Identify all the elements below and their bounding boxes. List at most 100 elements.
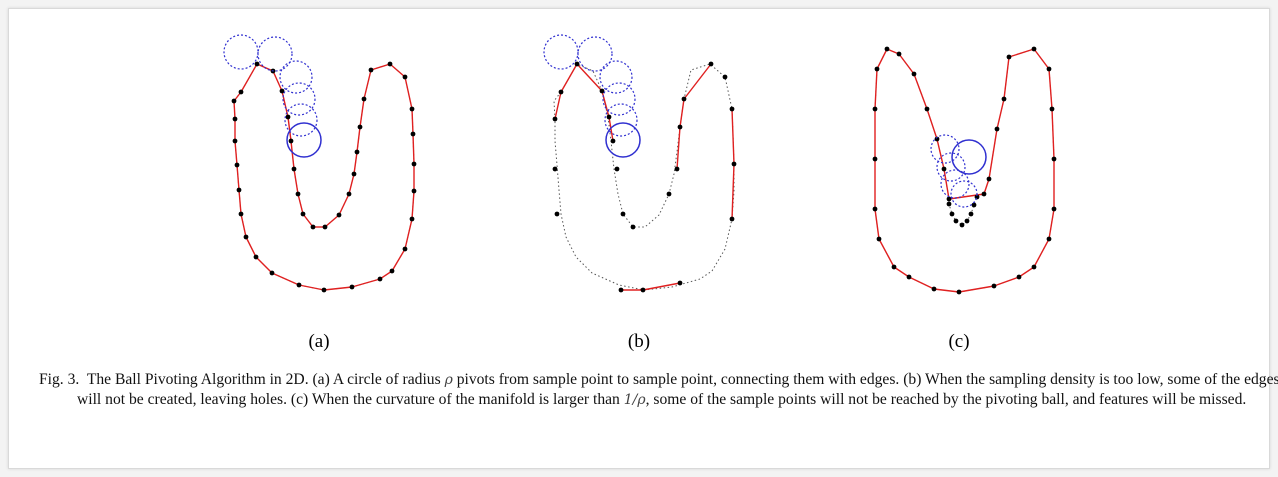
sample-point	[1046, 236, 1052, 242]
sample-point	[234, 162, 240, 168]
pivot-edge	[642, 282, 681, 291]
sample-point	[1046, 66, 1052, 72]
pivot-edge	[234, 140, 238, 166]
panel-c-diagram	[872, 46, 1057, 295]
sample-point	[377, 276, 383, 282]
sample-point	[606, 114, 612, 120]
pivot-edge	[893, 266, 910, 278]
sample-point	[872, 156, 878, 162]
sample-point	[931, 286, 937, 292]
pivot-edge	[731, 108, 735, 165]
pivot-edge	[245, 236, 257, 258]
sample-point	[677, 124, 683, 130]
pivot-edge	[731, 163, 735, 220]
sample-point	[981, 191, 987, 197]
sample-point	[1049, 106, 1055, 112]
pivot-edge	[391, 248, 406, 272]
pivot-edge	[412, 133, 415, 165]
sample-point	[618, 287, 624, 293]
pivot-edge	[554, 91, 562, 120]
sample-point	[410, 131, 416, 137]
sample-point	[238, 89, 244, 95]
pivot-edge	[236, 164, 240, 191]
figure-card: (a) (b) (c) Fig. 3. The Ball Pivoting Al…	[8, 8, 1278, 469]
sample-point	[552, 166, 558, 172]
pivot-edge	[379, 270, 393, 280]
pivot-edge	[898, 53, 915, 75]
pivot-edge	[948, 193, 985, 200]
sample-point	[599, 88, 605, 94]
sample-point	[409, 106, 415, 112]
panel-b-diagram	[543, 34, 737, 293]
pivot-edge	[993, 276, 1020, 287]
sample-point	[1001, 96, 1007, 102]
pivot-ball-trace	[950, 180, 978, 208]
pivot-edge	[370, 63, 391, 71]
pivot-edge	[271, 272, 300, 286]
sample-point	[310, 224, 316, 230]
sample-point	[729, 216, 735, 222]
sample-point	[402, 74, 408, 80]
sample-point	[959, 222, 965, 228]
sample-point	[906, 274, 912, 280]
pivot-edge	[560, 63, 578, 93]
sample-point	[911, 71, 917, 77]
sample-point	[254, 61, 260, 67]
sample-point	[956, 289, 962, 295]
sample-point	[300, 211, 306, 217]
pivot-edge	[936, 138, 945, 170]
pivot-edge	[878, 238, 895, 268]
pivot-edge	[351, 278, 381, 288]
pivot-edge	[359, 98, 365, 128]
sample-point	[949, 211, 955, 217]
surface-curve	[553, 63, 735, 291]
pivot-edge	[297, 193, 304, 215]
pivot-edge	[679, 98, 685, 128]
sample-point	[351, 171, 357, 177]
pivot-ball	[286, 122, 322, 158]
sample-point	[389, 268, 395, 274]
pivot-ball-trace	[599, 60, 633, 94]
sample-point	[291, 166, 297, 172]
pivot-edge	[1033, 238, 1050, 268]
sample-point	[946, 196, 952, 202]
pivot-edge	[293, 168, 299, 195]
sample-point	[402, 246, 408, 252]
sample-point	[554, 211, 560, 217]
sample-point	[891, 264, 897, 270]
pivot-edge	[996, 98, 1005, 130]
sample-point	[349, 284, 355, 290]
sample-point	[411, 161, 417, 167]
sample-point	[357, 124, 363, 130]
pivot-edge	[676, 126, 681, 170]
sample-point	[964, 218, 970, 224]
pivot-ball-trace	[577, 36, 613, 72]
pivot-edge	[933, 288, 960, 293]
sample-point	[610, 138, 616, 144]
pivot-edge	[411, 190, 415, 220]
sample-point	[946, 201, 952, 207]
surface-curve	[233, 63, 415, 291]
sample-point	[1031, 264, 1037, 270]
sample-point	[986, 176, 992, 182]
sample-point	[232, 116, 238, 122]
pivot-edge	[348, 173, 355, 195]
sample-point	[574, 61, 580, 67]
pivot-edge	[874, 68, 878, 110]
sample-point	[874, 66, 880, 72]
pivot-edge	[988, 128, 998, 180]
sample-point	[1006, 54, 1012, 60]
figure-caption: Fig. 3. The Ball Pivoting Algorithm in 2…	[39, 370, 1278, 410]
pivot-edge	[874, 208, 880, 240]
sample-point	[924, 106, 930, 112]
pivot-edge	[576, 63, 603, 92]
sample-point	[681, 96, 687, 102]
sample-point	[409, 216, 415, 222]
sample-point	[953, 218, 959, 224]
pivot-edge	[240, 63, 258, 93]
ball-pivoting-figure	[223, 34, 1057, 295]
sample-point	[336, 212, 342, 218]
pivot-edge	[1003, 56, 1010, 100]
pivot-edge	[601, 90, 610, 118]
sample-point	[708, 61, 714, 67]
